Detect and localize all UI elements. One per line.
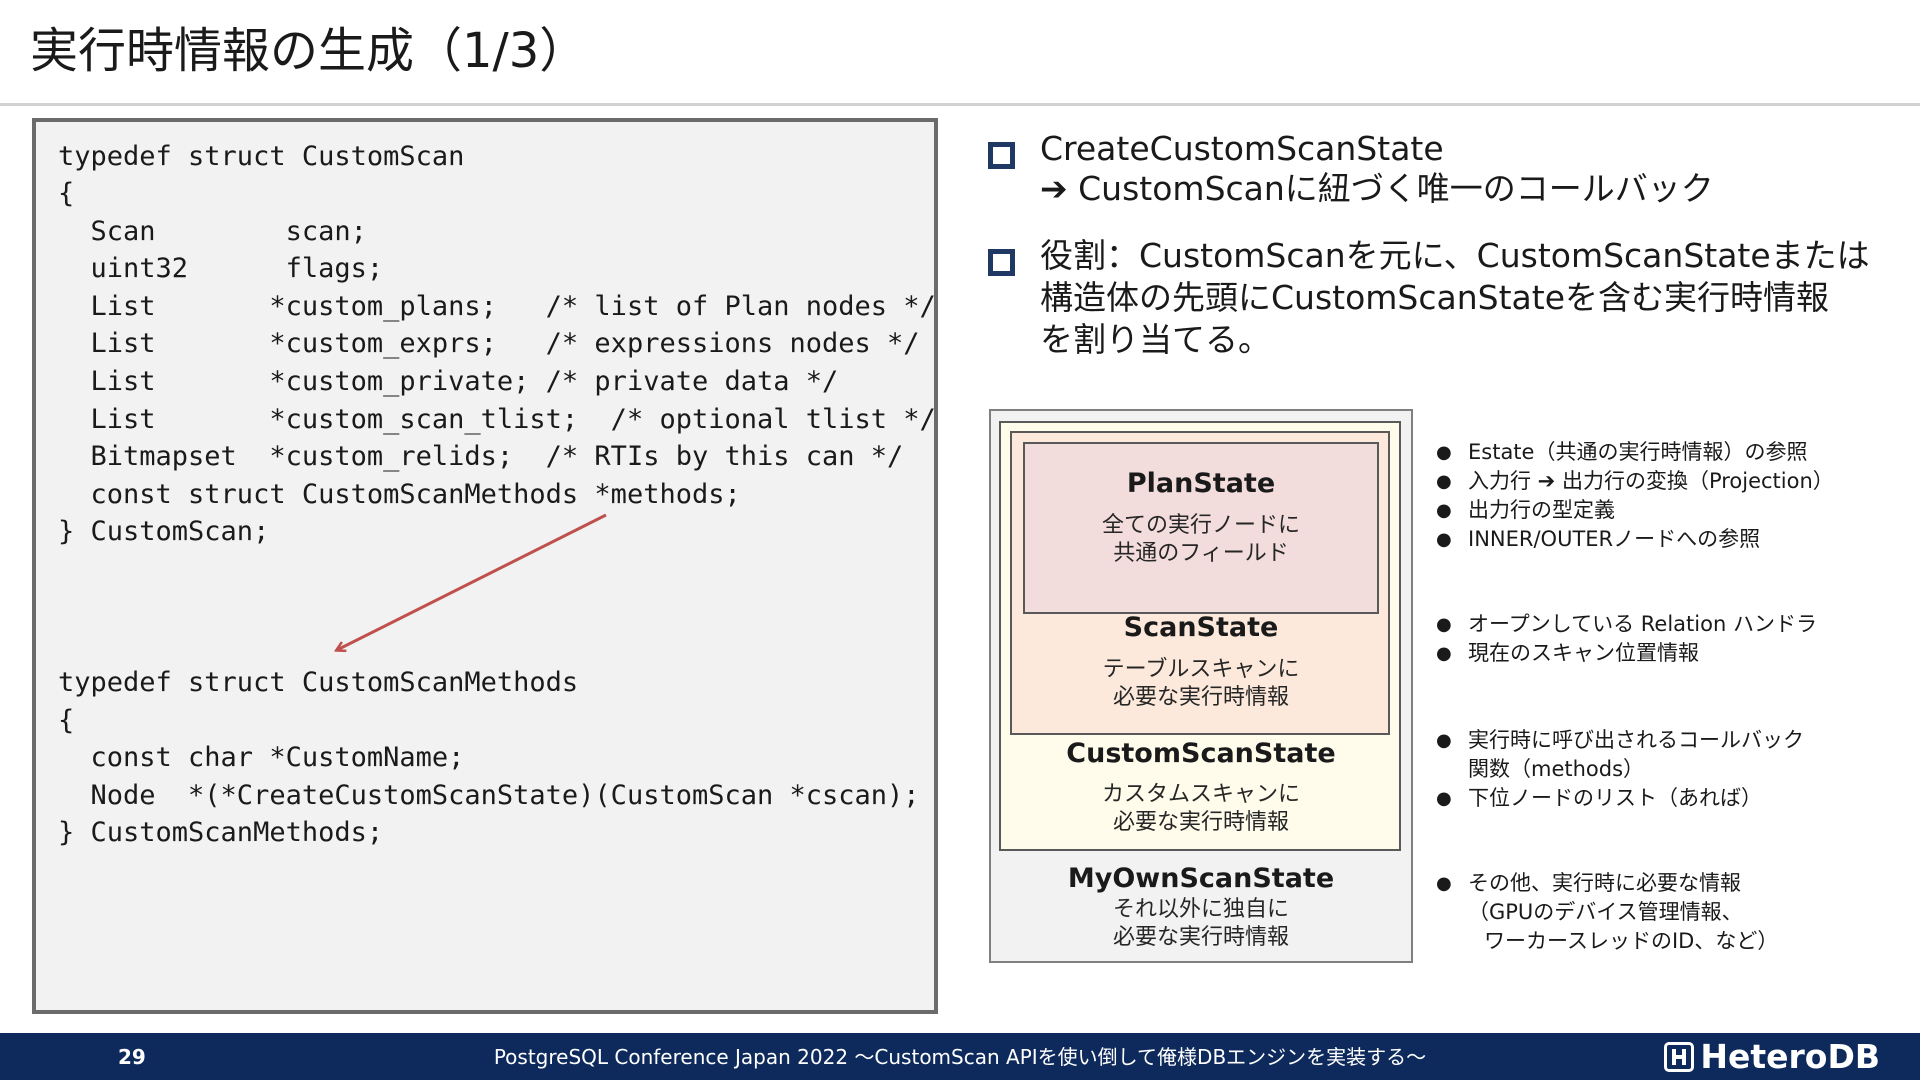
code-line: typedef struct CustomScanMethods bbox=[58, 667, 579, 698]
myownscanstate-desc: 必要な実行時情報 bbox=[1112, 925, 1289, 950]
bullet-line: CreateCustomScanState bbox=[1040, 129, 1444, 168]
code-line: Scan scan; bbox=[58, 216, 367, 247]
scanstate-desc: テーブルスキャンに bbox=[1102, 657, 1300, 682]
code-line: List *custom_private; /* private data */ bbox=[58, 366, 839, 397]
planstate-name: PlanState bbox=[1126, 468, 1276, 499]
code-line: List *custom_plans; /* list of Plan node… bbox=[58, 291, 936, 322]
scanstate-notes: オープンしている Relation ハンドラ 現在のスキャン位置情報 bbox=[1432, 610, 1817, 668]
note-item-continued: （GPUのデバイス管理情報、 bbox=[1468, 900, 1743, 924]
struct-layout-diagram: PlanState 全ての実行ノードに 共通のフィールド ScanState テ… bbox=[989, 409, 1413, 963]
myownscanstate-name: MyOwnScanState bbox=[1067, 863, 1335, 894]
customscanstate-desc: 必要な実行時情報 bbox=[1112, 810, 1289, 835]
note-item: 現在のスキャン位置情報 bbox=[1432, 639, 1817, 668]
bullet-line: ➔ CustomScanに紐づく唯一のコールバック bbox=[1040, 169, 1714, 208]
bullet-line: 構造体の先頭にCustomScanStateを含む実行時情報 bbox=[1040, 278, 1830, 317]
customscanstate-notes: 実行時に呼び出されるコールバック 関数（methods） 下位ノードのリスト（あ… bbox=[1432, 726, 1804, 813]
note-item: 下位ノードのリスト（あれば） bbox=[1432, 784, 1804, 813]
planstate-desc: 共通のフィールド bbox=[1113, 541, 1289, 566]
logo-mark-icon bbox=[1664, 1042, 1695, 1072]
scanstate-desc: 必要な実行時情報 bbox=[1112, 685, 1289, 710]
scanstate-name: ScanState bbox=[1123, 612, 1279, 643]
code-line: typedef struct CustomScan bbox=[58, 141, 465, 172]
note-item: オープンしている Relation ハンドラ bbox=[1432, 610, 1817, 639]
code-line: } CustomScanMethods; bbox=[58, 817, 384, 848]
note-item: 出力行の型定義 bbox=[1432, 496, 1834, 525]
code-line: Node *(*CreateCustomScanState)(CustomSca… bbox=[58, 780, 920, 811]
footer-bar: 29 PostgreSQL Conference Japan 2022 〜Cus… bbox=[0, 1033, 1920, 1080]
bullet-line: 役割：CustomScanを元に、CustomScanStateまたは bbox=[1040, 236, 1870, 275]
logo-text: HeteroDB bbox=[1700, 1037, 1880, 1076]
slide-title: 実行時情報の生成（1/3） bbox=[30, 23, 588, 79]
code-line: Bitmapset *custom_relids; /* RTIs by thi… bbox=[58, 441, 904, 472]
footer-caption: PostgreSQL Conference Japan 2022 〜Custom… bbox=[493, 1045, 1427, 1069]
code-block: typedef struct CustomScan { Scan scan; u… bbox=[32, 118, 938, 1014]
note-item: 実行時に呼び出されるコールバック bbox=[1432, 726, 1804, 755]
bullet-line: を割り当てる。 bbox=[1040, 320, 1271, 359]
code-line: uint32 flags; bbox=[58, 253, 384, 284]
note-item: INNER/OUTERノードへの参照 bbox=[1432, 525, 1834, 554]
heterodb-logo: HeteroDB bbox=[1664, 1037, 1880, 1077]
arrow-line bbox=[337, 513, 607, 650]
code-line: } CustomScan; bbox=[58, 516, 270, 547]
code-line: const char *CustomName; bbox=[58, 742, 465, 773]
square-bullet-icon bbox=[988, 249, 1015, 276]
code-line: const struct CustomScanMethods *methods; bbox=[58, 479, 741, 510]
note-item-continued: ワーカースレッドのID、など） bbox=[1484, 929, 1779, 953]
planstate-notes: Estate（共通の実行時情報）の参照 入力行 ➔ 出力行の変換（Project… bbox=[1432, 438, 1834, 554]
customscanstate-name: CustomScanState bbox=[1066, 738, 1336, 769]
square-bullet-icon bbox=[988, 142, 1015, 169]
customscanstate-desc: カスタムスキャンに bbox=[1101, 782, 1300, 807]
code-line: { bbox=[58, 178, 75, 209]
note-item-continued: 関数（methods） bbox=[1468, 757, 1645, 781]
planstate-box bbox=[1023, 442, 1379, 614]
planstate-desc: 全ての実行ノードに bbox=[1101, 513, 1300, 538]
code-line: { bbox=[58, 705, 75, 736]
code-line: List *custom_exprs; /* expressions nodes… bbox=[58, 328, 920, 359]
myownscanstate-desc: それ以外に独自に bbox=[1112, 897, 1289, 922]
myownscanstate-notes: その他、実行時に必要な情報 （GPUのデバイス管理情報、 ワーカースレッドのID… bbox=[1432, 869, 1778, 956]
page-number: 29 bbox=[118, 1045, 146, 1069]
note-item: 入力行 ➔ 出力行の変換（Projection） bbox=[1432, 467, 1834, 496]
code-line: List *custom_scan_tlist; /* optional tli… bbox=[58, 404, 936, 435]
note-item: Estate（共通の実行時情報）の参照 bbox=[1432, 438, 1834, 467]
title-divider bbox=[0, 103, 1920, 106]
note-item: その他、実行時に必要な情報 bbox=[1432, 869, 1778, 898]
